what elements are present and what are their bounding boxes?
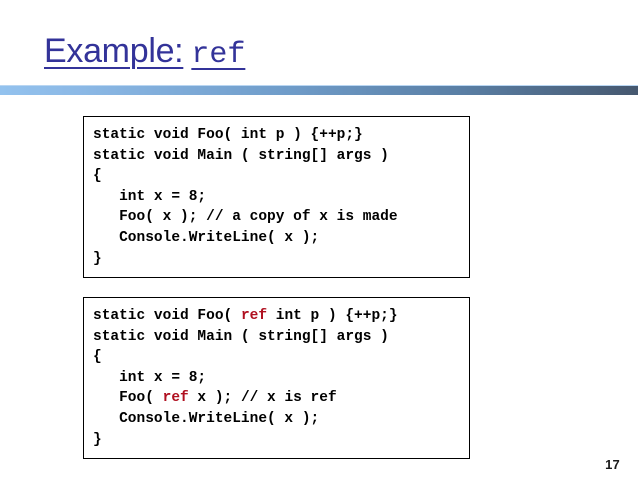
code-line: int x = 8; — [93, 369, 207, 386]
code-line: Console.WriteLine( x ); — [93, 229, 320, 246]
keyword-ref: ref — [240, 308, 268, 324]
code-line: static void Main ( string[] args ) — [93, 328, 389, 345]
page-title-text: Example: — [44, 32, 184, 70]
code-line: Foo( x ); // a copy of x is made — [93, 209, 398, 226]
code-line: static void Foo( int p ) {++p;} — [93, 127, 363, 143]
code-line: static void Foo( ref int p ) {++p;} — [93, 308, 398, 324]
page-title-keyword: ref — [191, 38, 246, 72]
code-line: } — [93, 431, 102, 448]
code-line: { — [93, 349, 102, 366]
code-line: } — [93, 250, 102, 267]
code-line: int x = 8; — [93, 188, 207, 205]
page-title: Example:ref — [44, 34, 245, 70]
code-line: Console.WriteLine( x ); — [93, 410, 320, 427]
code-block-value-semantics: static void Foo( int p ) {++p;} static v… — [83, 116, 470, 279]
slide-number: 17 — [605, 457, 620, 472]
code-block-ref-semantics: static void Foo( ref int p ) {++p;} stat… — [83, 297, 470, 460]
title-divider — [0, 86, 638, 95]
keyword-ref: ref — [162, 390, 189, 407]
code-line: { — [93, 168, 102, 185]
title-rule-highlight — [0, 85, 638, 86]
code-line: Foo( ref x ); // x is ref — [93, 390, 337, 407]
code-line: static void Main ( string[] args ) — [93, 147, 389, 164]
